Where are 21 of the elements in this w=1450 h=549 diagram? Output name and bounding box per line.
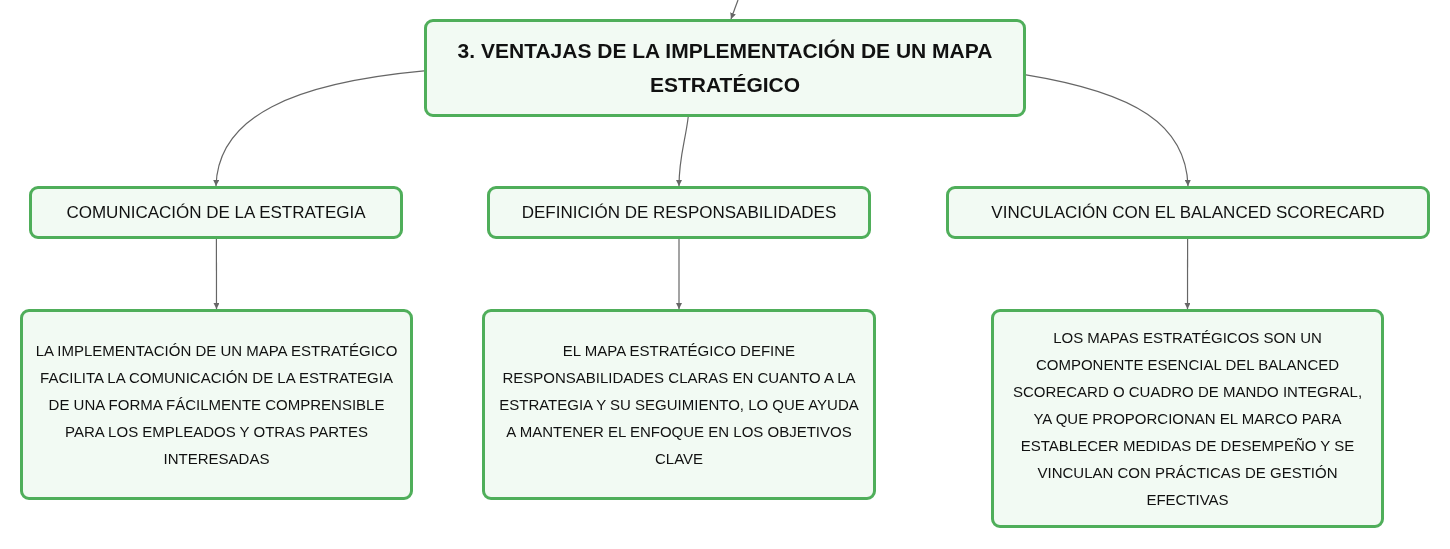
topic-box	[487, 186, 871, 239]
node-text: LOS MAPAS ESTRATÉGICOS SON UN COMPONENTE ESENCIAL DEL BALANCED SCORECARD O CUADRO DE MANDO INTEGRAL, YA QUE PROPORCIONAN EL MARCO PARA ESTABLECER MEDIDAS DE DESEMPEÑO Y SE VINCULAN CON PRÁCTICAS DE GESTIÓN EFECTIVAS	[1011, 328, 1364, 510]
connector-arrow	[213, 238, 220, 310]
connector-arrow	[730, 0, 739, 20]
topic-box	[946, 186, 1430, 239]
node-text: COMUNICACIÓN DE LA ESTRATEGIA	[65, 201, 367, 224]
node-text: VINCULACIÓN CON EL BALANCED SCORECARD	[990, 201, 1386, 224]
connector-arrow	[676, 116, 689, 187]
connector-arrow	[676, 238, 682, 310]
connector-arrow	[213, 70, 425, 187]
central-topic-box	[424, 19, 1026, 117]
node-text: DEFINICIÓN DE RESPONSABILIDADES	[520, 201, 838, 224]
connector-arrow	[1025, 74, 1191, 187]
detail-box	[991, 309, 1384, 528]
node-text: 3. VENTAJAS DE LA IMPLEMENTACIÓN DE UN MAPA ESTRATÉGICO	[456, 38, 994, 98]
node-text: LA IMPLEMENTACIÓN DE UN MAPA ESTRATÉGICO FACILITA LA COMUNICACIÓN DE LA ESTRATEGIA DE UNA FORMA FÁCILMENTE COMPRENSIBLE PARA LOS EMPLEADOS Y OTRAS PARTES INTERESADAS	[34, 341, 399, 469]
topic-box	[29, 186, 403, 239]
node-text: EL MAPA ESTRATÉGICO DEFINE RESPONSABILIDADES CLARAS EN CUANTO A LA ESTRATEGIA Y SU SEGUIMIENTO, LO QUE AYUDA A MANTENER EL ENFOQUE EN LOS OBJETIVOS CLAVE	[498, 341, 860, 469]
connector-arrow	[1184, 238, 1191, 310]
detail-box	[482, 309, 876, 500]
detail-box	[20, 309, 413, 500]
